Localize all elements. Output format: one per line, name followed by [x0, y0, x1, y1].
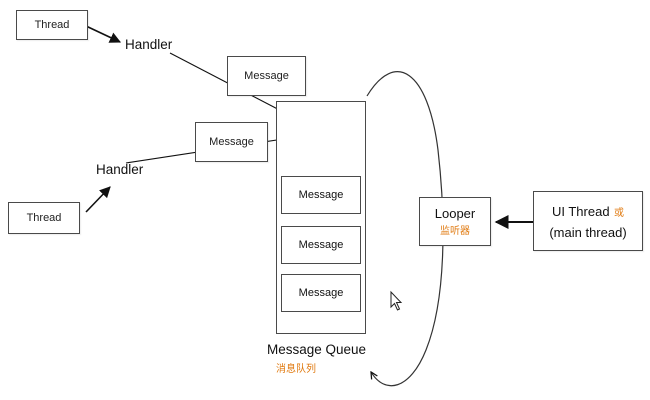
thread-box-top: Thread — [16, 10, 88, 40]
mouse-cursor-icon — [390, 290, 403, 311]
ui-thread-box: UI Thread 或 (main thread) — [533, 191, 643, 251]
thread-label: Thread — [34, 19, 70, 31]
message-queue-box: Message Message Message — [276, 101, 366, 334]
queue-message-3: Message — [281, 274, 361, 312]
handler-label-bottom: Handler — [96, 162, 144, 177]
handler-label-top: Handler — [125, 37, 173, 52]
looper-subtitle: 监听器 — [440, 226, 470, 237]
ui-thread-subtitle: (main thread) — [549, 224, 627, 240]
arrow-thread-to-handler-bottom — [85, 186, 111, 213]
queue-message-label: Message — [298, 239, 344, 251]
message-label: Message — [209, 136, 254, 148]
queue-message-1: Message — [281, 176, 361, 214]
thread-label: Thread — [26, 212, 62, 224]
ui-thread-title: UI Thread — [551, 203, 610, 219]
queue-message-2: Message — [281, 226, 361, 264]
message-label: Message — [244, 70, 289, 82]
arrow-thread-to-handler-top — [85, 25, 122, 43]
looper-box: Looper 监听器 — [419, 197, 491, 246]
message-queue-title: Message Queue — [267, 342, 367, 357]
message-box-mid: Message — [195, 122, 268, 162]
message-queue-subtitle: 消息队列 — [276, 364, 316, 375]
ui-thread-or: 或 — [614, 207, 625, 219]
message-box-top: Message — [227, 56, 306, 96]
queue-message-label: Message — [298, 287, 344, 299]
queue-message-label: Message — [298, 189, 344, 201]
looper-title: Looper — [434, 206, 476, 221]
thread-box-bottom: Thread — [8, 202, 80, 234]
